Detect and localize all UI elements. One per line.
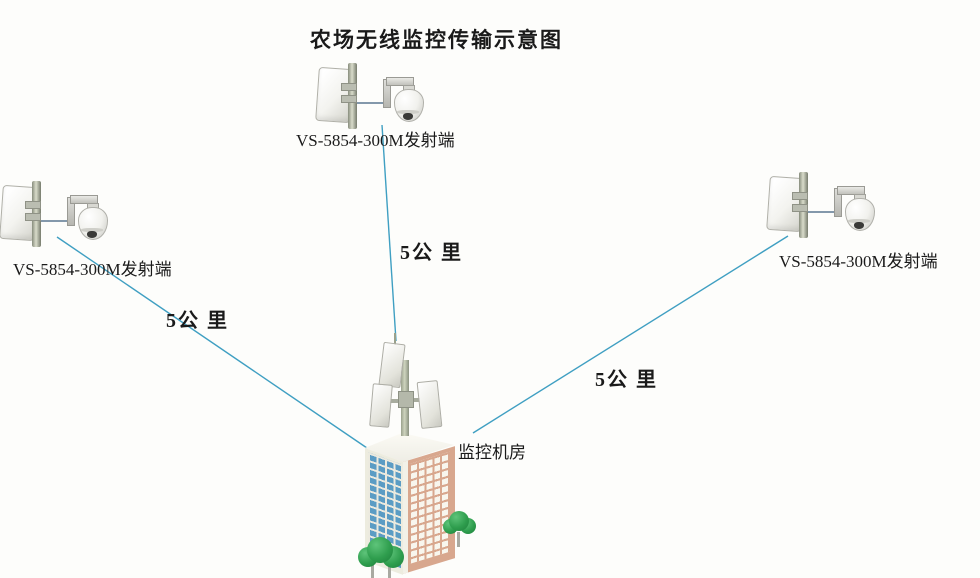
panel-antenna-icon (369, 383, 393, 428)
ptz-camera-icon (67, 195, 108, 241)
tree-trunk (371, 564, 374, 578)
tree-foliage (367, 537, 393, 563)
camera-mount-arm (837, 186, 865, 195)
distance-label-top: 5公 里 (400, 242, 463, 264)
distance-label-right: 5公 里 (595, 369, 658, 391)
tree-trunk (388, 566, 391, 578)
mount-bracket (341, 83, 357, 91)
transmitter-top (290, 60, 470, 155)
mast-arm (408, 398, 421, 402)
mount-bracket (792, 192, 808, 200)
ptz-camera-icon (383, 77, 424, 123)
diagram-title: 农场无线监控传输示意图 (310, 28, 563, 52)
control-room-label: 监控机房 (458, 443, 526, 462)
transmitter-right (741, 169, 921, 264)
transmitter-left (0, 178, 154, 273)
tree-foliage (449, 511, 469, 531)
link-line-left (56, 236, 368, 449)
mount-bracket (341, 95, 357, 103)
transmitter-left-label: VS-5854-300M发射端 (13, 260, 172, 279)
distance-label-left: 5公 里 (166, 310, 229, 332)
mast-arm (387, 399, 402, 403)
tree-trunk (457, 532, 460, 547)
transmitter-top-label: VS-5854-300M发射端 (296, 131, 455, 150)
camera-band (848, 219, 870, 223)
camera-lens (87, 231, 97, 238)
link-line-right (472, 235, 789, 434)
camera-cable (357, 102, 385, 104)
camera-cable (41, 220, 69, 222)
camera-cable (808, 211, 836, 213)
transmitter-right-label: VS-5854-300M发射端 (779, 252, 938, 271)
camera-mount-arm (70, 195, 98, 204)
camera-band (81, 228, 103, 232)
mast-clamp (398, 391, 414, 408)
tree-icon (443, 511, 477, 551)
camera-lens (854, 222, 864, 229)
camera-lens (403, 113, 413, 120)
camera-mount-arm (386, 77, 414, 86)
camera-band (397, 110, 419, 114)
tree-icon (358, 537, 404, 578)
mount-bracket (25, 201, 41, 209)
mount-bracket (25, 213, 41, 221)
ptz-camera-icon (834, 186, 875, 232)
mount-bracket (792, 204, 808, 212)
link-line-top (381, 124, 397, 342)
